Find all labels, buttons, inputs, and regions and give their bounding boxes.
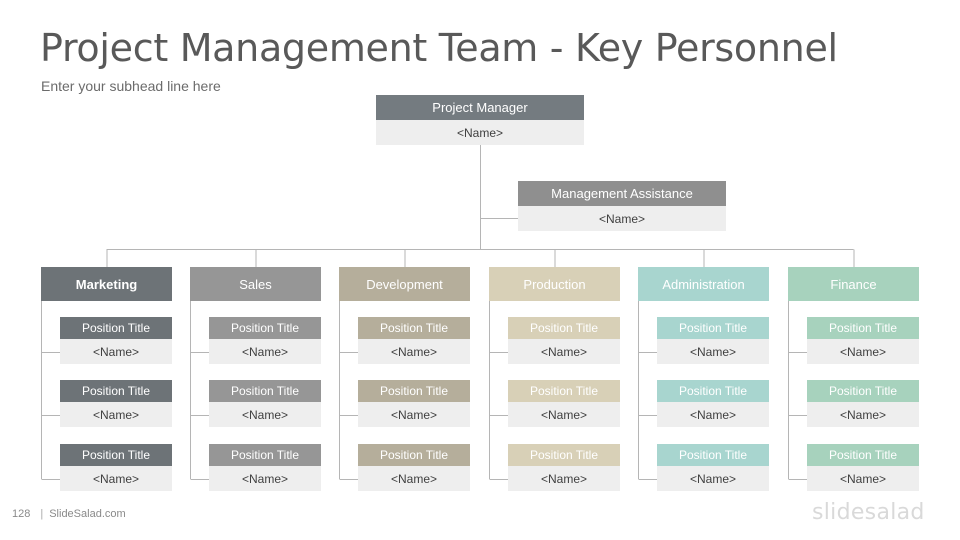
position-card-finance: Position Title<Name> [807, 444, 919, 491]
position-title: Position Title [508, 380, 620, 402]
position-title: Position Title [358, 444, 470, 466]
position-card-marketing: Position Title<Name> [60, 444, 172, 491]
management-assistance-box: Management Assistance <Name> [518, 181, 726, 231]
position-card-administration: Position Title<Name> [657, 317, 769, 364]
position-name: <Name> [60, 402, 172, 427]
slidesalad-logo: slidesalad [812, 500, 925, 525]
position-name: <Name> [807, 466, 919, 491]
position-card-administration: Position Title<Name> [657, 380, 769, 427]
position-card-production: Position Title<Name> [508, 444, 620, 491]
footer-source: SlideSalad.com [49, 508, 126, 520]
department-header-finance: Finance [788, 267, 919, 301]
position-card-development: Position Title<Name> [358, 444, 470, 491]
position-name: <Name> [358, 466, 470, 491]
position-card-finance: Position Title<Name> [807, 317, 919, 364]
position-card-sales: Position Title<Name> [209, 380, 321, 427]
position-card-sales: Position Title<Name> [209, 444, 321, 491]
position-name: <Name> [209, 402, 321, 427]
position-card-marketing: Position Title<Name> [60, 380, 172, 427]
project-manager-box: Project Manager <Name> [376, 95, 584, 145]
position-name: <Name> [657, 402, 769, 427]
position-name: <Name> [508, 339, 620, 364]
position-title: Position Title [358, 380, 470, 402]
position-card-development: Position Title<Name> [358, 317, 470, 364]
department-header-production: Production [489, 267, 620, 301]
position-title: Position Title [657, 380, 769, 402]
page-title: Project Management Team - Key Personnel [40, 26, 838, 70]
department-header-administration: Administration [638, 267, 769, 301]
position-title: Position Title [358, 317, 470, 339]
position-name: <Name> [657, 466, 769, 491]
position-card-administration: Position Title<Name> [657, 444, 769, 491]
department-header-marketing: Marketing [41, 267, 172, 301]
project-manager-name: <Name> [376, 120, 584, 145]
position-title: Position Title [209, 380, 321, 402]
position-name: <Name> [60, 466, 172, 491]
position-name: <Name> [508, 466, 620, 491]
position-name: <Name> [508, 402, 620, 427]
position-title: Position Title [209, 317, 321, 339]
position-card-development: Position Title<Name> [358, 380, 470, 427]
position-title: Position Title [60, 444, 172, 466]
position-card-marketing: Position Title<Name> [60, 317, 172, 364]
position-name: <Name> [358, 402, 470, 427]
position-name: <Name> [807, 339, 919, 364]
page-number: 128 [12, 508, 31, 520]
position-title: Position Title [508, 444, 620, 466]
position-name: <Name> [209, 339, 321, 364]
position-title: Position Title [807, 444, 919, 466]
position-name: <Name> [358, 339, 470, 364]
position-card-sales: Position Title<Name> [209, 317, 321, 364]
footer: 128|SlideSalad.com [12, 508, 126, 520]
position-card-production: Position Title<Name> [508, 380, 620, 427]
department-header-development: Development [339, 267, 470, 301]
position-name: <Name> [807, 402, 919, 427]
position-title: Position Title [60, 317, 172, 339]
position-title: Position Title [657, 317, 769, 339]
position-title: Position Title [657, 444, 769, 466]
position-name: <Name> [209, 466, 321, 491]
management-assistance-title: Management Assistance [518, 181, 726, 206]
position-title: Position Title [209, 444, 321, 466]
position-card-finance: Position Title<Name> [807, 380, 919, 427]
project-manager-title: Project Manager [376, 95, 584, 120]
position-title: Position Title [807, 317, 919, 339]
position-title: Position Title [508, 317, 620, 339]
page-subtitle: Enter your subhead line here [41, 78, 221, 94]
position-title: Position Title [60, 380, 172, 402]
position-name: <Name> [657, 339, 769, 364]
position-card-production: Position Title<Name> [508, 317, 620, 364]
department-header-sales: Sales [190, 267, 321, 301]
position-title: Position Title [807, 380, 919, 402]
management-assistance-name: <Name> [518, 206, 726, 231]
position-name: <Name> [60, 339, 172, 364]
